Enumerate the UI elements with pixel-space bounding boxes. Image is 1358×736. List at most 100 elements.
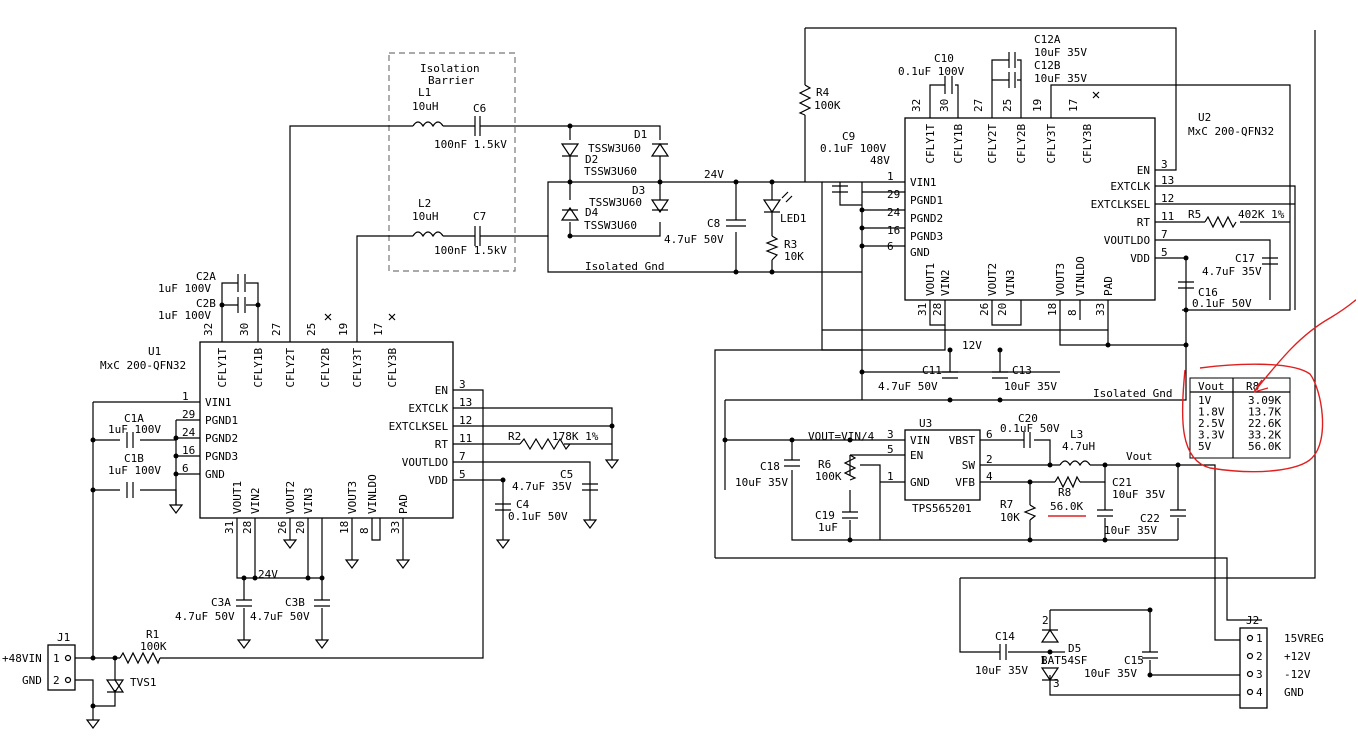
u1-pin-num-30: 30 (238, 323, 251, 336)
d2-diode (560, 143, 580, 158)
u2-pin-name-gnd: GND (910, 246, 930, 259)
c6-value: 100nF 1.5kV (434, 138, 507, 151)
c4-value: 0.1uF 50V (508, 510, 568, 523)
l3-inductor (1059, 460, 1091, 467)
r4-ref: R4 (816, 86, 830, 99)
u1-pin-name-en: EN (435, 384, 448, 397)
c14-value: 10uF 35V (975, 664, 1028, 677)
c1a-ref: C1A (124, 412, 144, 425)
net-iso-gnd-2: Isolated Gnd (1093, 387, 1172, 400)
u1-pin-num-6: 6 (182, 462, 189, 475)
c19-capacitor (842, 511, 858, 519)
u3-pin-num-2: 2 (986, 453, 993, 466)
u2-pin-num-13: 13 (1161, 174, 1174, 187)
d5-pin-3: 3 (1053, 677, 1060, 690)
u2-pin-num-11: 11 (1161, 210, 1174, 223)
c20-value: 0.1uF 50V (1000, 422, 1060, 435)
c2b-value: 1uF 100V (158, 309, 211, 322)
c2a-value: 1uF 100V (158, 282, 211, 295)
u2-pin-name-cfly3t: CFLY3T (1045, 123, 1058, 163)
u2-pin-name-rt: RT (1137, 216, 1151, 229)
u2-pin-name-vin2: VIN2 (939, 270, 952, 297)
j2-ref: J2 (1246, 614, 1259, 627)
r8-table-r8-0: 3.09K (1248, 394, 1281, 407)
d1-ref: D1 (634, 128, 647, 141)
u1-pin-num-27: 27 (270, 323, 283, 336)
u2-pin-name-vout2: VOUT2 (986, 263, 999, 296)
d2-ref: D2 (585, 153, 598, 166)
u1-pin-num-5: 5 (459, 468, 466, 481)
c21-value: 10uF 35V (1112, 488, 1165, 501)
c12a-value: 10uF 35V (1034, 46, 1087, 59)
c1b-capacitor (126, 482, 134, 498)
u1-pin-name-cfly2t: CFLY2T (284, 347, 297, 387)
j1-ref: J1 (57, 631, 70, 644)
c12a-ref: C12A (1034, 33, 1061, 46)
l1-ref: L1 (418, 86, 431, 99)
u2-pin-num-8: 8 (1066, 309, 1079, 316)
c18-capacitor (784, 459, 800, 467)
d3-diode (650, 199, 670, 214)
u1-pin-num-7: 7 (459, 450, 466, 463)
d5-diode (1040, 628, 1060, 682)
u1-pin-num-31: 31 (223, 521, 236, 534)
j2-pin-num-2: 2 (1256, 650, 1263, 663)
u2-pin-num-24: 24 (887, 206, 901, 219)
j1-pin1-num: 1 (53, 652, 60, 665)
c10-capacitor (944, 76, 953, 94)
u1-pin-num-26: 26 (276, 521, 289, 534)
u1-pin-name-vdd: VDD (428, 474, 448, 487)
u1-pin-name-cfly1b: CFLY1B (252, 347, 265, 387)
u1-pin-num-12: 12 (459, 414, 472, 427)
j2-pin-label-1: 15VREG (1284, 632, 1324, 645)
c11-value: 4.7uF 50V (878, 380, 938, 393)
c3a-value: 4.7uF 50V (175, 610, 235, 623)
j2-pin-dot (1246, 688, 1254, 696)
u2-pin-name-pgnd3: PGND3 (910, 230, 943, 243)
net-vout: Vout (1126, 450, 1153, 463)
net-12v: 12V (962, 339, 982, 352)
u2-pin-name-pad: PAD (1102, 276, 1115, 296)
u1-pin-name-vin1: VIN1 (205, 396, 232, 409)
r8-resistor (1054, 475, 1081, 489)
u1-pin-num-25: 25 (305, 323, 318, 336)
r1-value: 100K (140, 640, 167, 653)
u2-pin-num-5: 5 (1161, 246, 1168, 259)
u1-pin-name-vin3: VIN3 (302, 488, 315, 515)
c1a-value: 1uF 100V (108, 423, 161, 436)
u2-pin-name-cfly1t: CFLY1T (924, 123, 937, 163)
j2-pin-num-1: 1 (1256, 632, 1263, 645)
u1-pin-num-11: 11 (459, 432, 472, 445)
u2-pin-num-18: 18 (1046, 303, 1059, 316)
isolation-label-2: Barrier (428, 74, 475, 87)
j2-pin-num-4: 4 (1256, 686, 1263, 699)
r8-table-r8-2: 22.6K (1248, 417, 1281, 430)
c20-capacitor (1023, 432, 1031, 448)
u2-pin-name-voutldo: VOUTLDO (1104, 234, 1150, 247)
u1-pin-name-pad: PAD (397, 494, 410, 514)
u2-pin-num-19: 19 (1031, 99, 1044, 112)
c10-ref: C10 (934, 52, 954, 65)
u2-pin-num-7: 7 (1161, 228, 1168, 241)
r8-ref: R8 (1058, 486, 1071, 499)
r4-resistor (798, 84, 812, 116)
junction-dots (90, 123, 1189, 709)
j1-pin2-num: 2 (53, 674, 60, 687)
r7-value: 10K (1000, 511, 1020, 524)
u3-pin-num-5: 5 (887, 443, 894, 456)
r2-value: 178K 1% (552, 430, 599, 443)
d1-diode (650, 142, 670, 157)
u2-pin-name-vin3: VIN3 (1004, 270, 1017, 297)
wires (75, 27, 1316, 720)
c14-capacitor (999, 644, 1007, 660)
r4-value: 100K (814, 99, 841, 112)
r8-table-vout-1: 1.8V (1198, 406, 1225, 419)
c20-ref: C20 (1018, 412, 1038, 425)
component-symbols (85, 52, 1278, 729)
r1-ref: R1 (146, 628, 159, 641)
u1-pin-name-vout1: VOUT1 (231, 481, 244, 514)
u2-pin-num-16: 16 (887, 224, 900, 237)
net-48v: 48V (870, 154, 890, 167)
red-annotation (1181, 299, 1357, 473)
